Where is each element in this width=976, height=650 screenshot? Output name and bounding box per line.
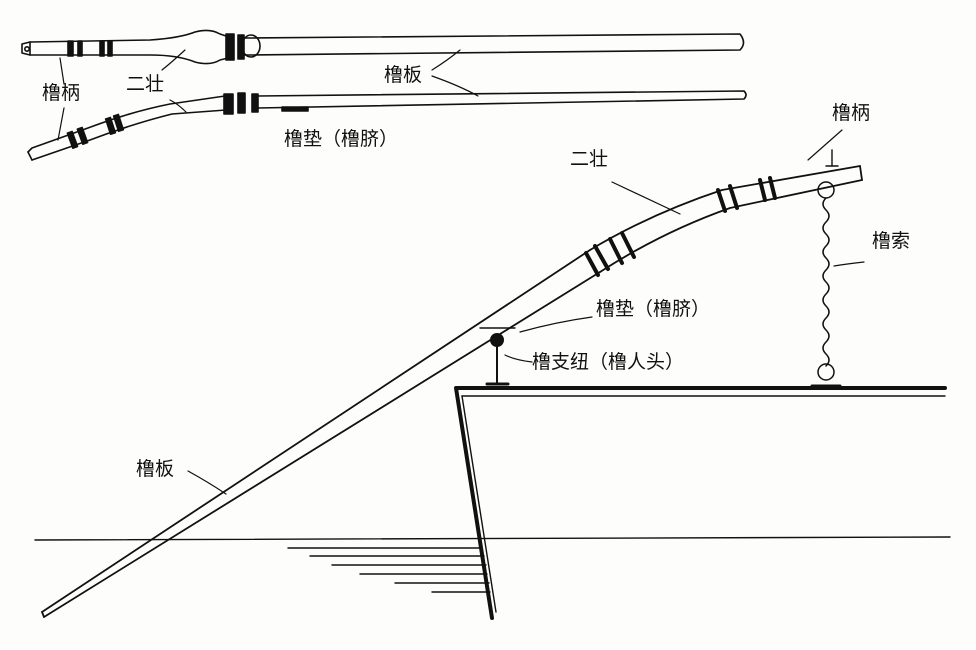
boat-hull xyxy=(454,386,947,620)
top-pad-label: 橹垫（橹脐） xyxy=(284,128,399,150)
top-oar-side-view xyxy=(27,90,747,161)
oar-pivot-post xyxy=(479,327,516,386)
main-handle-label: 橹柄 xyxy=(832,102,871,124)
main-oar xyxy=(41,149,863,618)
main-pad-label: 橹垫（橹脐） xyxy=(596,298,711,320)
main-rope-label: 橹索 xyxy=(872,230,911,252)
main-erzhuang-label: 二壮 xyxy=(570,148,609,170)
main-blade-label: 橹板 xyxy=(136,458,175,480)
oar-rope xyxy=(810,181,842,388)
main-leader-lines xyxy=(187,129,865,495)
top-blade-label: 橹板 xyxy=(384,64,423,86)
top-leader-lines xyxy=(57,49,479,141)
water-surface xyxy=(34,536,951,593)
main-pivot-label: 橹支纽（橹人头） xyxy=(532,351,685,373)
top-handle-label: 橹柄 xyxy=(42,82,81,104)
top-erzhuang-label: 二壮 xyxy=(126,73,165,95)
top-oar-plan-view xyxy=(21,29,745,65)
